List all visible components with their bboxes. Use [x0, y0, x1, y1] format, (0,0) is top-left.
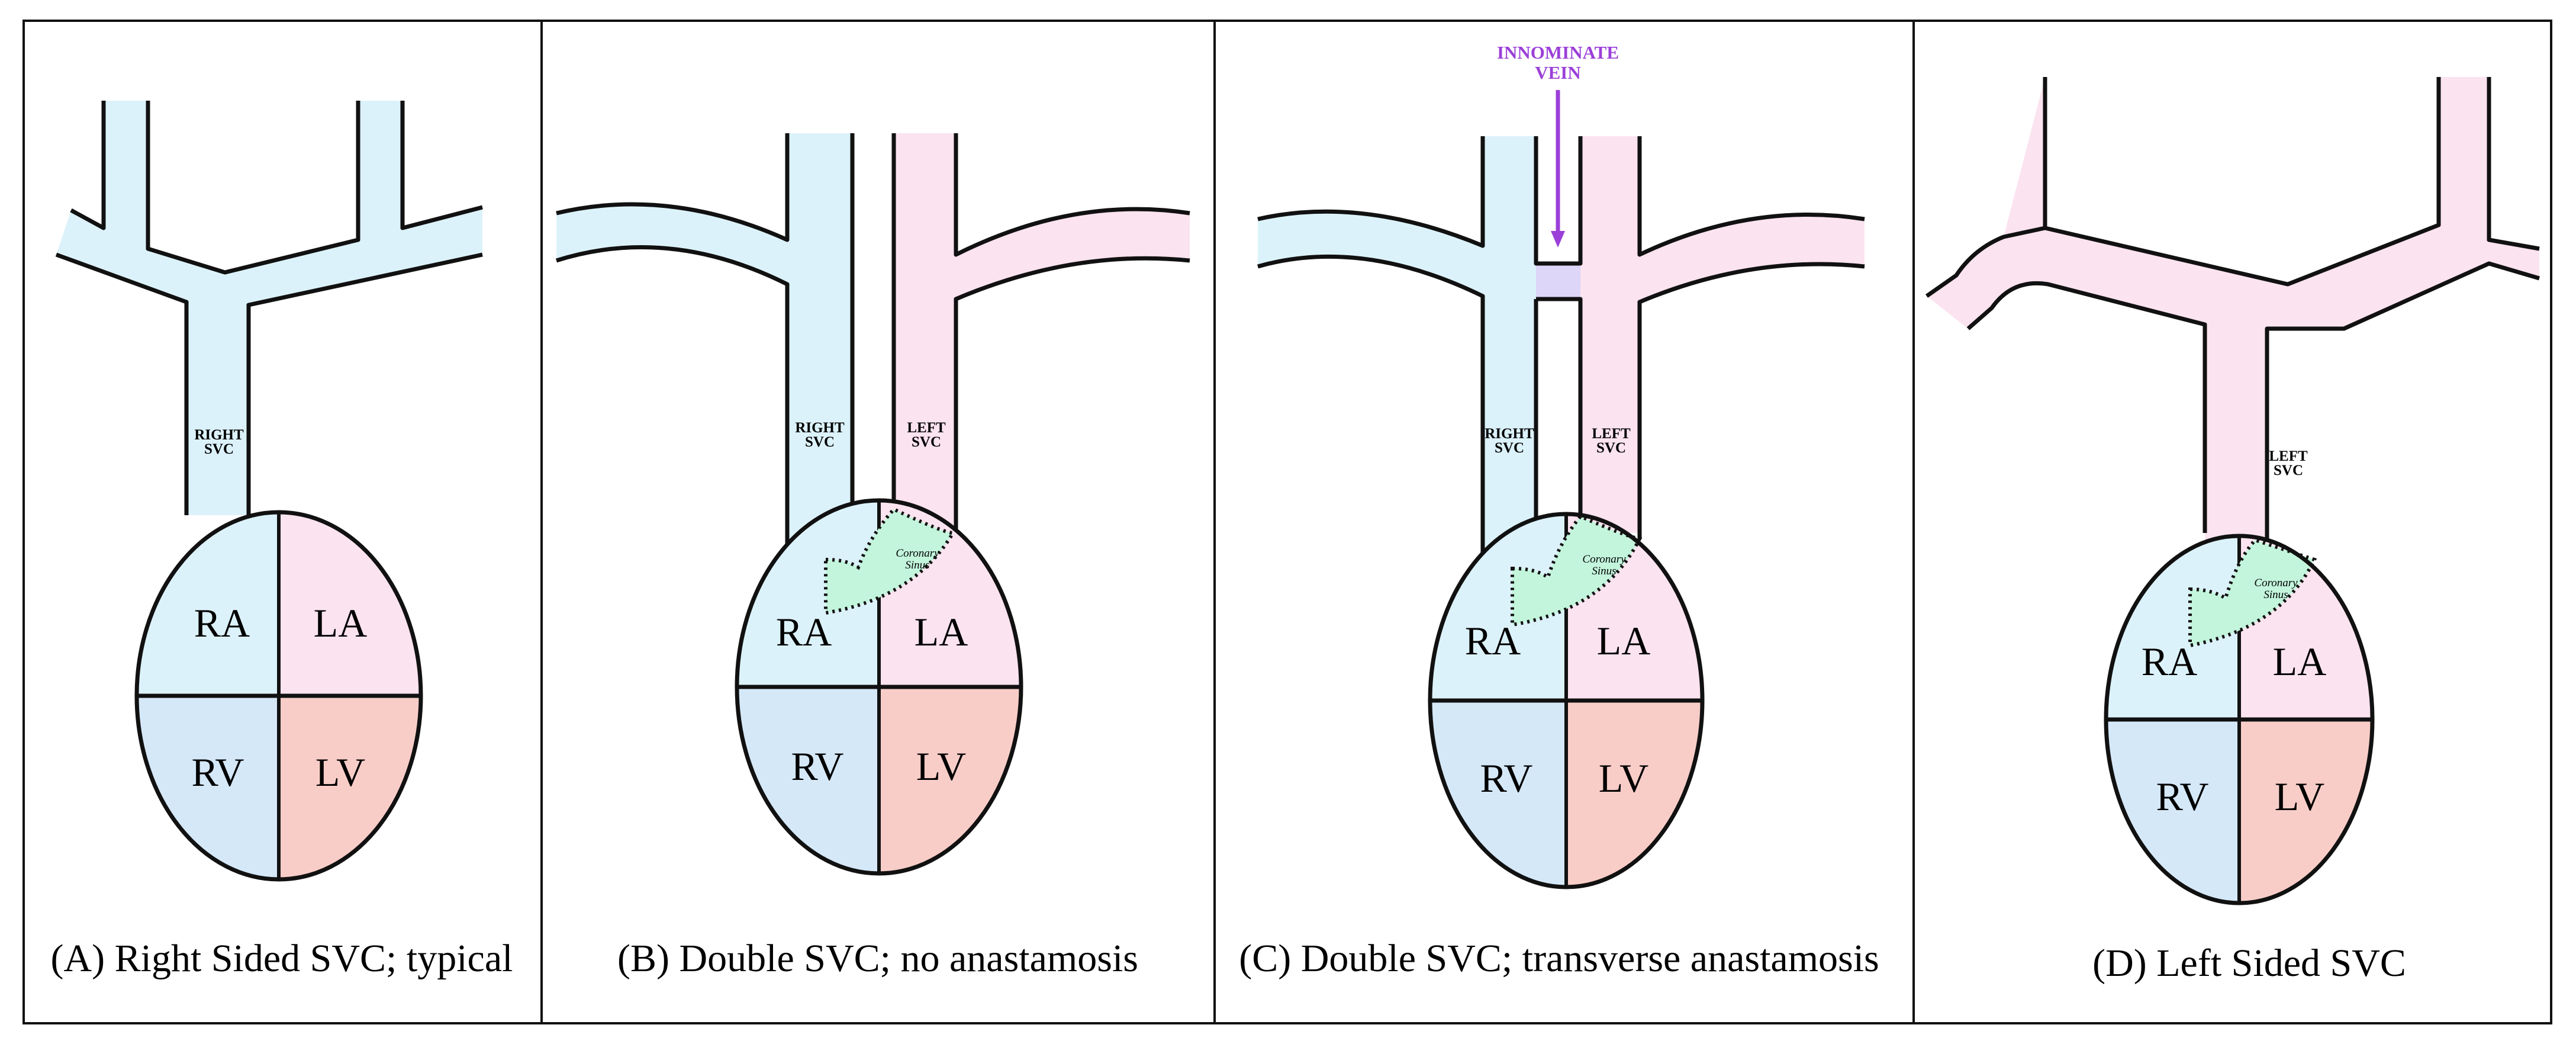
right-svc-label-line1: RIGHT — [194, 427, 244, 443]
left-svc-label-line2: SVC — [912, 434, 941, 450]
caption-b: (B) Double SVC; no anastamosis — [617, 937, 1138, 980]
right-svc-label-line2: SVC — [204, 441, 234, 457]
rv-label: RV — [791, 744, 843, 789]
heart-outline — [735, 498, 1023, 876]
rv-label: RV — [191, 750, 244, 795]
left-svc-vessel — [894, 133, 1190, 566]
left-svc-vessel — [1927, 77, 2539, 566]
caption-d: (D) Left Sided SVC — [2092, 942, 2406, 985]
rv-label: RV — [2156, 774, 2208, 819]
coronary-sinus-label-line2: Sinus — [1592, 565, 1616, 577]
heart — [2106, 536, 2372, 903]
right-svc-label-line2: SVC — [1495, 440, 1524, 456]
left-svc-label-line2: SVC — [2274, 462, 2303, 478]
panel-c: Coronary Sinus RA LA RV LV RIGHT SVC LEF… — [1239, 42, 1879, 980]
coronary-sinus — [1511, 514, 1643, 627]
ra-label: RA — [194, 600, 250, 645]
heart-outline — [134, 510, 423, 882]
left-svc-label-line2: SVC — [1596, 440, 1626, 456]
la-label: LA — [2273, 639, 2327, 684]
coronary-sinus-label-line2: Sinus — [905, 559, 929, 571]
lv-label: LV — [2275, 774, 2324, 819]
la-label: LA — [915, 609, 968, 654]
heart-outline — [1428, 512, 1705, 889]
ra-label: RA — [1465, 618, 1521, 663]
panel-d: Coronary Sinus RA LA RV LV LEFT SVC (D) … — [1925, 77, 2540, 985]
lv-label: LV — [1599, 756, 1648, 801]
heart-outline — [2104, 534, 2375, 905]
right-svc-vessel — [556, 133, 852, 566]
heart — [137, 512, 421, 879]
coronary-sinus-label-line2: Sinus — [2263, 589, 2288, 601]
right-svc-vessel — [1258, 136, 1536, 557]
coronary-sinus-label-line1: Coronary — [2254, 577, 2298, 589]
left-svc-label-line1: LEFT — [907, 420, 946, 436]
panel-b: Coronary Sinus RA LA RV LV RIGHT SVC LEF… — [555, 133, 1190, 980]
panel-a: RA LA RV LV RIGHT SVC (A) Right Sided SV… — [51, 101, 513, 980]
innominate-vein-label-line2: VEIN — [1535, 62, 1581, 83]
right-svc-label-line1: RIGHT — [1485, 426, 1534, 442]
coronary-sinus-label-line1: Coronary — [1582, 553, 1626, 566]
coronary-sinus-label-line1: Coronary — [896, 547, 939, 560]
rv-label: RV — [1480, 756, 1532, 801]
right-svc-label-line2: SVC — [805, 434, 835, 450]
ra-label: RA — [776, 609, 832, 654]
la-label: LA — [314, 600, 368, 645]
left-svc-label-line1: LEFT — [1592, 426, 1631, 442]
right-svc-vessel — [56, 101, 482, 515]
innominate-vein-arrow — [1551, 90, 1565, 248]
left-svc-vessel — [1580, 136, 1865, 533]
coronary-sinus — [824, 507, 957, 615]
innominate-vein-label-line1: INNOMINATE — [1497, 42, 1619, 63]
figure-frame — [22, 20, 2552, 1024]
coronary-sinus — [2188, 538, 2317, 648]
caption-a: (A) Right Sided SVC; typical — [51, 937, 513, 980]
lv-label: LV — [916, 744, 966, 789]
ra-label: RA — [2142, 639, 2197, 684]
left-svc-label-line1: LEFT — [2269, 448, 2308, 464]
caption-c: (C) Double SVC; transverse anastamosis — [1239, 937, 1879, 980]
la-label: LA — [1597, 618, 1651, 663]
innominate-vein — [1536, 264, 1580, 299]
lv-label: LV — [315, 750, 365, 795]
right-svc-label-line1: RIGHT — [795, 420, 845, 436]
